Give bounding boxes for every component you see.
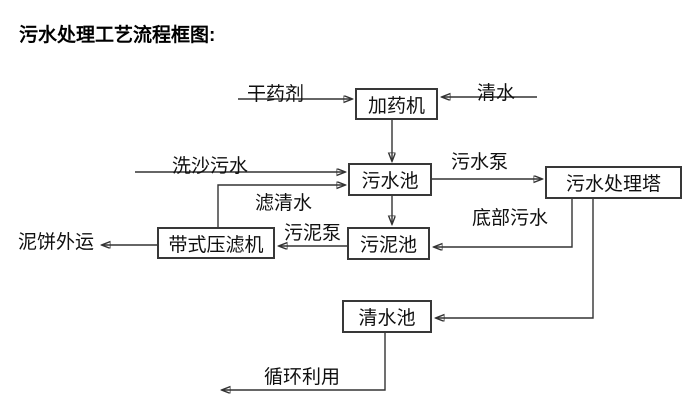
arrow-bottom-sewage-to-sludge-pool [434, 199, 573, 247]
page-title: 污水处理工艺流程框图: [19, 25, 216, 46]
node-belt-filter-press: 带式压滤机 [157, 227, 275, 259]
node-dosing-machine: 加药机 [355, 88, 438, 120]
arrow-filtered-water-to-sewage-pool [217, 185, 345, 227]
edge-label-filtered-clean-water: 滤清水 [255, 193, 313, 214]
edge-label-bottom-sewage: 底部污水 [472, 208, 549, 229]
edge-label-sand-washing-sewage: 洗沙污水 [172, 156, 249, 177]
edge-label-recycle-reuse: 循环利用 [264, 367, 341, 388]
node-sludge-pool: 污泥池 [347, 227, 430, 260]
arrow-clean-water-pool-to-recycle [222, 333, 386, 390]
edge-label-clean-water: 清水 [477, 83, 516, 104]
node-sewage-pool: 污水池 [348, 163, 432, 196]
edge-label-mud-cake-outbound: 泥饼外运 [18, 232, 95, 253]
edge-label-sewage-pump: 污水泵 [451, 152, 509, 173]
edge-label-dry-chemical: 干药剂 [247, 84, 305, 105]
arrow-tower-to-clean-water-pool [436, 199, 594, 318]
edge-label-sludge-pump: 污泥泵 [284, 223, 342, 244]
node-sewage-treatment-tower: 污水处理塔 [545, 166, 682, 199]
node-clean-water-pool: 清水池 [342, 300, 432, 333]
